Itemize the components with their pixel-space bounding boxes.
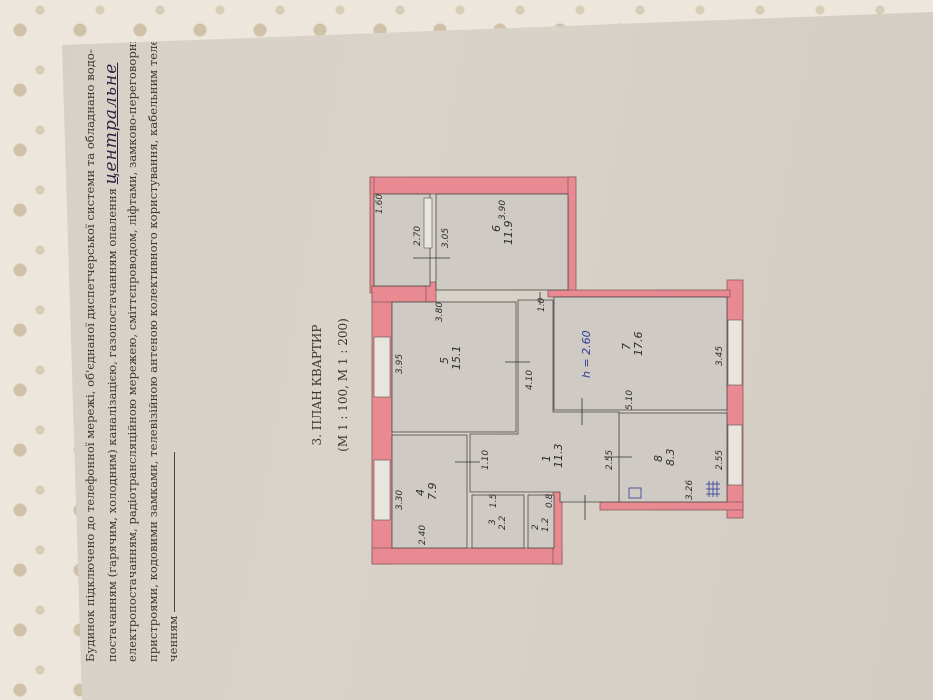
room-2-area: 1.2 [541, 517, 551, 532]
heating-grid-icon [706, 481, 720, 497]
svg-text:0.8: 0.8 [545, 493, 555, 508]
room-4 [391, 434, 468, 549]
room-6-area: 11.9 [502, 221, 515, 246]
room-4-area: 7.9 [426, 483, 439, 501]
room-4-label: 4 [414, 489, 427, 496]
svg-text:1.5: 1.5 [489, 493, 499, 508]
room-7-area: 17.6 [632, 332, 645, 357]
svg-text:2.55: 2.55 [715, 450, 725, 470]
svg-text:3.80: 3.80 [435, 302, 445, 322]
room-3-bathroom [471, 494, 525, 549]
svg-text:5.10: 5.10 [625, 390, 635, 410]
room-5 [391, 301, 517, 433]
room-7-label: 7 [620, 343, 633, 350]
room-7 [553, 296, 728, 411]
svg-text:1.0: 1.0 [537, 297, 547, 312]
room-6-label: 6 [490, 225, 503, 232]
ceiling-height: h = 2.60 [580, 330, 593, 378]
svg-text:1.10: 1.10 [481, 450, 491, 470]
svg-text:4.10: 4.10 [525, 370, 535, 390]
room-1-corridor [469, 299, 620, 503]
room-8-area: 8.3 [664, 449, 677, 467]
svg-text:3.26: 3.26 [685, 480, 695, 500]
room-3-label: 3 [488, 519, 498, 525]
svg-text:3.30: 3.30 [395, 490, 405, 510]
svg-text:3.95: 3.95 [395, 354, 405, 374]
svg-text:2.55: 2.55 [605, 450, 615, 470]
room-balcony [373, 193, 431, 287]
room-3-area: 2.2 [498, 515, 508, 530]
room-8-label: 8 [652, 455, 665, 462]
room-2-label: 2 [531, 524, 541, 530]
svg-text:2.40: 2.40 [418, 525, 428, 545]
door-marks [413, 257, 632, 520]
svg-text:2.70: 2.70 [413, 226, 423, 246]
svg-text:3.90: 3.90 [498, 200, 508, 220]
svg-text:3.45: 3.45 [715, 346, 725, 366]
room-6 [435, 193, 569, 291]
room-1-area: 11.3 [552, 444, 565, 469]
rooms [373, 193, 728, 549]
dimension-labels: 1.60 2.70 3.05 3.90 3.80 3.95 4.10 1.10 … [375, 194, 725, 545]
room-2-wc [527, 494, 555, 549]
windows [373, 197, 743, 521]
stove-icon [628, 487, 642, 499]
svg-text:1.60: 1.60 [375, 194, 385, 214]
room-1-label: 1 [540, 455, 553, 462]
room-5-label: 5 [438, 357, 451, 364]
svg-text:3.05: 3.05 [441, 228, 451, 248]
room-5-area: 15.1 [450, 346, 463, 371]
